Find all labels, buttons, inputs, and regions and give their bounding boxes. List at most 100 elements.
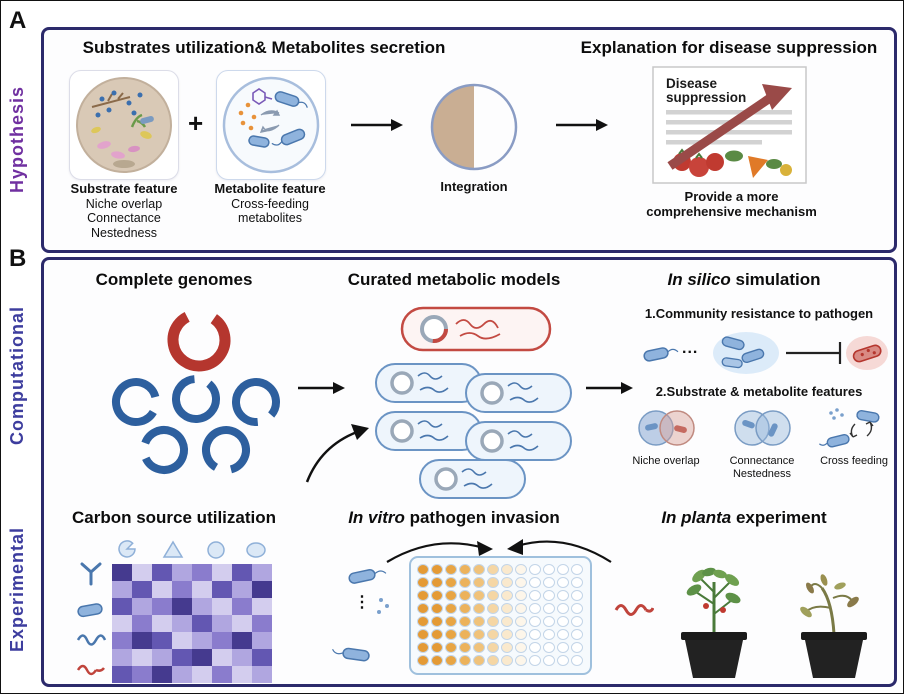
sim-item-2: 2.Substrate & metabolite features: [655, 384, 863, 399]
plate-well: [557, 616, 569, 627]
in-silico-rest: simulation: [730, 270, 821, 289]
plate-well: [515, 564, 527, 575]
integration-icon: [430, 83, 518, 171]
heatmap-cell: [232, 581, 252, 598]
plate-well: [431, 642, 443, 653]
in-vitro-rest: pathogen invasion: [404, 508, 560, 527]
plate-well: [445, 655, 457, 666]
vertical-dots: ⋮: [354, 594, 370, 611]
heatmap-grid: [112, 564, 272, 683]
plate-well: [431, 577, 443, 588]
heatmap-cell: [172, 649, 192, 666]
plate-well: [487, 577, 499, 588]
heatmap-cell: [252, 632, 272, 649]
in-vitro-italic: In vitro: [348, 508, 405, 527]
feature2-label-1: Connectance: [729, 455, 795, 467]
complete-genomes-icon: [112, 308, 280, 475]
plate-well: [515, 577, 527, 588]
rod-strain-icon: [77, 603, 103, 618]
plus-sign: +: [188, 108, 204, 138]
title-metabolic-models: Curated metabolic models: [347, 270, 561, 289]
heatmap-cell: [232, 632, 252, 649]
metabolite-feature-label: Metabolite feature: [214, 181, 326, 196]
integration-caption: Integration: [399, 179, 549, 195]
plate-well: [459, 642, 471, 653]
heatmap-cell: [112, 632, 132, 649]
experimental-side-label: Experimental: [7, 526, 27, 652]
sim-item-1: 1.Community resistance to pathogen: [644, 306, 874, 321]
plate-well: [501, 655, 513, 666]
y-strain-icon: [80, 562, 102, 586]
plate-well: [459, 616, 471, 627]
heatmap-cell: [252, 564, 272, 581]
plate-well: [571, 616, 583, 627]
feature-connectance-nestedness: Connectance Nestedness: [716, 406, 808, 480]
plate-well: [515, 629, 527, 640]
heatmap-cell: [172, 666, 192, 683]
plate-well: [417, 655, 429, 666]
heatmap-cell: [192, 649, 212, 666]
heatmap-cell: [152, 632, 172, 649]
cross-feeding-label-2: metabolites: [238, 211, 302, 226]
pathogen-target-icon: [846, 336, 888, 370]
carbon-source-shapes-icon: [118, 540, 266, 559]
circle-shape-icon: [207, 541, 225, 559]
plate-well: [459, 603, 471, 614]
plate-well: [473, 616, 485, 627]
plate-well: [515, 603, 527, 614]
niche-overlap-icon: [638, 410, 695, 446]
plate-well: [557, 642, 569, 653]
heatmap-cell: [232, 615, 252, 632]
plate-well: [473, 603, 485, 614]
heatmap-cell: [212, 632, 232, 649]
plate-well: [501, 577, 513, 588]
single-bacterium-icon: [643, 347, 679, 362]
triangle-shape-icon: [162, 540, 184, 558]
title-in-planta: In planta experiment: [624, 508, 864, 528]
plate-well: [543, 564, 555, 575]
plate-well: [557, 590, 569, 601]
plate-well: [543, 629, 555, 640]
heatmap-cell: [252, 666, 272, 683]
arrow-to-integration: [351, 119, 403, 131]
heatmap-cell: [192, 666, 212, 683]
heatmap-cell: [172, 564, 192, 581]
plate-well: [529, 629, 541, 640]
heatmap-cell: [112, 581, 132, 598]
feature2-label-2: Nestedness: [732, 467, 792, 480]
well-plate: [409, 556, 592, 675]
in-vitro-block: ⋮: [324, 532, 654, 684]
plate-well: [501, 603, 513, 614]
feature-cross-feeding: Cross feeding: [814, 406, 894, 480]
pacman-shape-icon: [118, 540, 136, 558]
plate-well: [515, 590, 527, 601]
plate-well: [487, 655, 499, 666]
disease-suppression-text-2: suppression: [666, 90, 746, 105]
plate-wells: [417, 564, 584, 667]
plate-well: [487, 616, 499, 627]
heatmap-cell: [132, 632, 152, 649]
plate-well: [487, 564, 499, 575]
plate-well: [459, 577, 471, 588]
heatmap-cell: [112, 615, 132, 632]
heatmap-cell: [192, 581, 212, 598]
plate-well: [557, 577, 569, 588]
plate-well: [543, 616, 555, 627]
resistance-simulation-icon: [643, 332, 888, 374]
plate-well: [417, 603, 429, 614]
plate-well: [501, 616, 513, 627]
plate-well: [515, 655, 527, 666]
heatmap-cell: [172, 615, 192, 632]
metabolite-card: [216, 70, 326, 180]
title-disease-explanation: Explanation for disease suppression: [580, 38, 878, 57]
plate-well: [571, 642, 583, 653]
heatmap-cell: [152, 564, 172, 581]
plate-well: [557, 603, 569, 614]
plate-well: [459, 655, 471, 666]
ellipsis-dots: ...: [682, 340, 699, 357]
heatmap-cell: [172, 632, 192, 649]
plate-well: [543, 577, 555, 588]
plate-well: [473, 655, 485, 666]
plate-well: [431, 629, 443, 640]
